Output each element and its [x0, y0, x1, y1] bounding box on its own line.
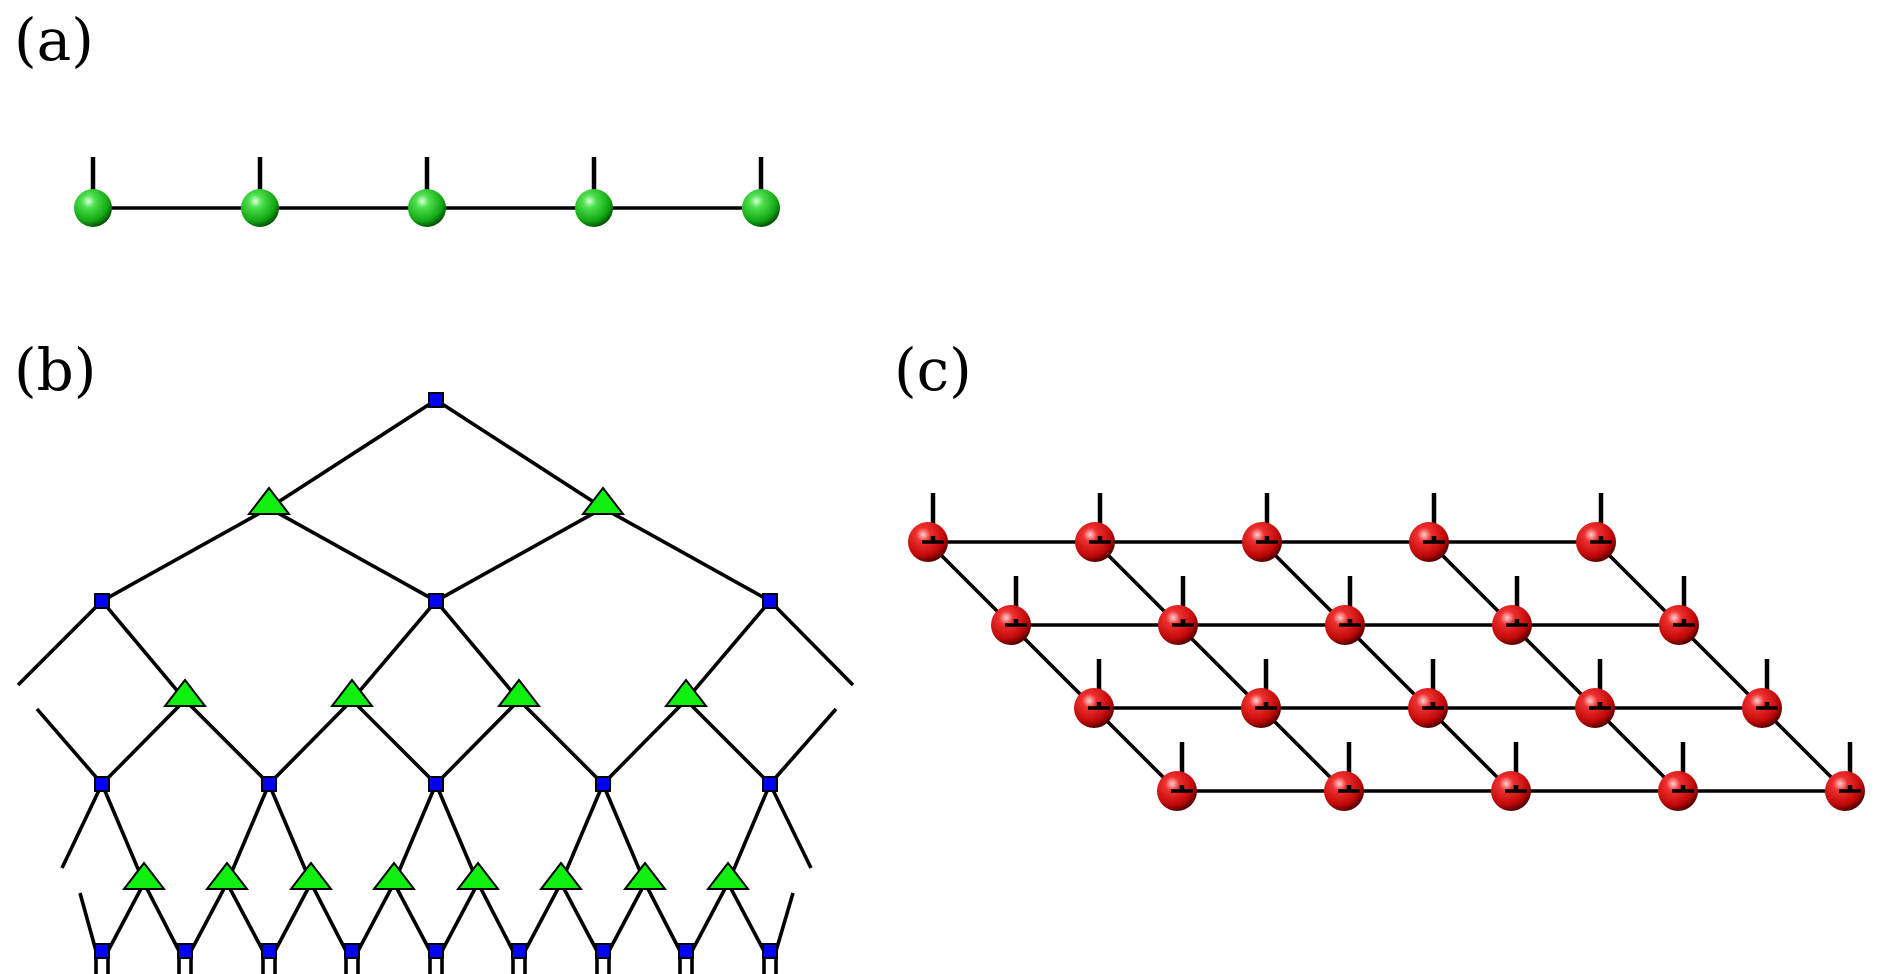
mera-disentangler — [496, 678, 542, 707]
mera-disentangler — [580, 486, 626, 515]
peps-lattice — [908, 493, 1865, 811]
mera-bond — [106, 882, 146, 952]
mera-bond — [726, 783, 772, 884]
mps-chain — [74, 157, 780, 227]
mera-bond — [434, 599, 521, 702]
mera-isometry — [261, 776, 277, 792]
mera-isometry — [678, 943, 694, 959]
mera-isometry — [428, 943, 444, 959]
mera-disentangler — [371, 861, 417, 890]
mera-bond — [434, 698, 521, 786]
mera-isometry — [428, 593, 444, 609]
mera-bond — [267, 783, 313, 884]
mera-isometry — [261, 943, 277, 959]
mera-bond — [225, 882, 265, 952]
mera-bond — [183, 698, 271, 786]
mera-bond — [602, 506, 771, 603]
mera-disentangler — [705, 861, 751, 890]
mera-bond — [607, 882, 647, 952]
mera-bond — [601, 698, 688, 786]
mera-open-bond — [774, 892, 795, 952]
mera-bond — [267, 698, 354, 786]
mera-bond — [268, 506, 437, 603]
mera-bond — [601, 783, 647, 884]
mera-bond — [100, 599, 187, 702]
mera-bond — [100, 783, 146, 884]
mps-tensor-node — [575, 189, 613, 227]
mera-isometry — [595, 776, 611, 792]
mera-bond — [392, 882, 432, 952]
mera-bond — [523, 882, 563, 952]
mps-tensor-node — [742, 189, 780, 227]
mps-tensor-node — [408, 189, 446, 227]
mera-disentangler — [121, 861, 167, 890]
mera-isometry — [511, 943, 527, 959]
mera-disentangler — [455, 861, 501, 890]
mera-open-bond — [768, 783, 813, 869]
mera-open-bond — [768, 599, 855, 687]
mera-bond — [690, 882, 730, 952]
mera-open-bond — [768, 707, 838, 786]
mera-bond — [100, 698, 187, 786]
mera-isometry — [177, 943, 193, 959]
mera-isometry — [428, 392, 444, 408]
mera-bond — [559, 882, 599, 952]
mera-open-bond — [78, 892, 98, 952]
mera-isometry — [344, 943, 360, 959]
peps-bond — [926, 540, 1179, 793]
mera-bond — [440, 882, 480, 952]
panel-label-b: (b) — [14, 336, 96, 404]
mera-isometry — [762, 776, 778, 792]
mera-bond — [517, 698, 605, 786]
mera-bond — [435, 398, 604, 510]
mera-bond — [268, 398, 437, 510]
mera-open-bond — [35, 707, 104, 786]
mera-disentangler — [622, 861, 668, 890]
mera-bond — [684, 599, 772, 702]
mps-tensor-node — [241, 189, 279, 227]
mera-bond — [559, 783, 605, 884]
mera-bond — [350, 599, 438, 702]
mera-bond — [225, 783, 271, 884]
mera-disentangler — [538, 861, 584, 890]
mera-bond — [101, 506, 270, 603]
mera-isometry — [595, 943, 611, 959]
mera-bond — [142, 882, 181, 952]
peps-bond — [1260, 540, 1513, 793]
mera-bond — [726, 882, 766, 952]
mps-tensor-node — [74, 189, 112, 227]
mera-isometry — [428, 776, 444, 792]
mera-bond — [434, 783, 480, 884]
mera-bond — [684, 698, 772, 786]
mera-bond — [643, 882, 682, 952]
mera-bond — [350, 698, 438, 786]
peps-bond — [1594, 540, 1847, 793]
mera-bond — [309, 882, 348, 952]
mera-isometry — [762, 593, 778, 609]
mera-isometry — [94, 776, 110, 792]
panel-label-c: (c) — [894, 336, 972, 404]
mera-bond — [273, 882, 313, 952]
mera-open-bond — [60, 783, 104, 869]
mera-isometry — [94, 593, 110, 609]
mera-bond — [435, 506, 604, 603]
mera-disentangler — [246, 486, 292, 515]
mera-disentangler — [162, 678, 208, 707]
mera-bond — [356, 882, 396, 952]
peps-bond — [1093, 540, 1346, 793]
mera-bond — [476, 882, 515, 952]
panel-label-a: (a) — [14, 6, 94, 74]
mera-bond — [189, 882, 229, 952]
mera-network — [16, 392, 855, 974]
peps-bond — [1427, 540, 1680, 793]
mera-bond — [392, 783, 438, 884]
mera-isometry — [94, 943, 110, 959]
mera-disentangler — [329, 678, 375, 707]
mera-isometry — [762, 943, 778, 959]
mera-disentangler — [288, 861, 334, 890]
mera-disentangler — [204, 861, 250, 890]
mera-disentangler — [663, 678, 709, 707]
mera-open-bond — [16, 599, 104, 687]
